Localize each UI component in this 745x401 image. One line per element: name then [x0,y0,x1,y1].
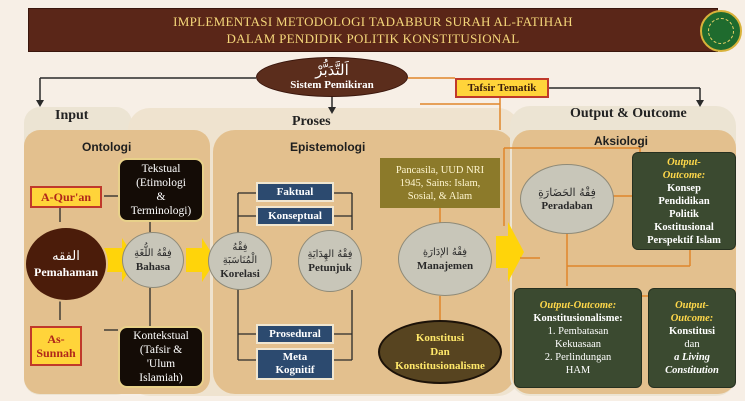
input-heading: Input [55,108,89,123]
kontekstual-line-4: Islamiah) [139,372,183,384]
outcome-left-head: Output-Outcome: [539,300,617,311]
proses-heading: Proses [292,114,331,129]
kontekstual-line-3: 'Ulum [146,358,176,370]
petunjuk-label: Petunjuk [308,261,352,274]
outcome-left-item-2b: HAM [565,365,591,376]
korelasi-arabic-2: الْمُنَاسَبَةِ [222,255,258,266]
bahasa-label: Bahasa [135,260,171,273]
tekstual-line-3: & [156,191,166,203]
title-line-2: DALAM PENDIDIK POLITIK KONSTITUSIONAL [226,31,520,46]
meta-line-1: Meta [282,351,308,363]
kontekstual-line-2: (Tafsir & [139,344,183,356]
bahasa-arabic: فِقْهُ اللُّغَةِ [134,247,172,259]
output-heading: Output & Outcome [570,106,687,121]
konstitusi-node: Konstitusi Dan Konstitusionalisme [378,320,502,384]
outcome-konsep-box: Output- Outcome: Konsep Pendidikan Polit… [632,152,736,250]
pancasila-line-1: Pancasila, UUD NRI [395,164,485,176]
tadabbur-arabic: اَلتَّدَبُّرْ [315,61,349,79]
outcome-top-line-5: Politik [669,208,699,220]
peradaban-node: فِقْهُ الحَضَارَةِ Peradaban [520,164,614,234]
konstitusi-line-3: Konstitusionalisme [395,360,485,372]
outcome-right-line-1: Output- [675,300,709,311]
bahasa-node: فِقْهُ اللُّغَةِ Bahasa [122,232,184,288]
outcome-top-line-6: Kostitusional [654,221,714,233]
outcome-right-line-3: Konstitusi [668,326,716,337]
pancasila-box: Pancasila, UUD NRI 1945, Sains: Islam, S… [380,158,500,208]
outcome-living-constitution-box: Output- Outcome: Konstitusi dan a Living… [648,288,736,388]
outcome-left-item-2a: 2. Perlindungan [544,352,612,363]
konstitusi-line-1: Konstitusi [415,332,465,344]
fiqh-arabic: الفقه [52,249,80,264]
outcome-left-item-1b: Kekuasaan [554,339,602,350]
konseptual-box: Konseptual [256,206,334,226]
flow-arrow-3 [496,222,524,282]
petunjuk-arabic: فِقْهُ الهِدَايَةِ [307,248,353,260]
peradaban-arabic: فِقْهُ الحَضَارَةِ [538,185,596,199]
outcome-top-line-1: Output- [667,156,701,168]
manajemen-arabic: فِقْهُ الإدَارَةِ [422,246,468,258]
meta-line-2: Kognitif [275,364,315,376]
outcome-top-line-3: Konsep [667,182,701,194]
outcome-right-line-6: Constitution [665,365,719,376]
outcome-top-line-4: Pendidikan [658,195,710,207]
manajemen-label: Manajemen [416,259,474,272]
meta-kognitif-box: Meta Kognitif [256,348,334,380]
korelasi-arabic-1: فِقْهُ [232,242,248,253]
faktual-box: Faktual [256,182,334,202]
flow-arrow-2 [186,238,216,282]
kontekstual-line-1: Kontekstual [133,330,189,342]
petunjuk-node: فِقْهُ الهِدَايَةِ Petunjuk [298,230,362,292]
tafsir-tematik-box: Tafsir Tematik [455,78,549,98]
sistem-pemikiran-label: Sistem Pemikiran [290,79,374,91]
outcome-right-line-5: a Living [674,352,710,363]
outcome-top-line-2: Outcome: [662,169,706,181]
manajemen-node: فِقْهُ الإدَارَةِ Manajemen [398,222,492,296]
quran-box: A-Qur'an [30,186,102,208]
kontekstual-box: Kontekstual (Tafsir & 'Ulum Islamiah) [118,326,204,388]
pancasila-line-2: 1945, Sains: Islam, [399,177,481,189]
pancasila-line-3: Sosial, & Alam [407,190,473,202]
prosedural-box: Prosedural [256,324,334,344]
sistem-pemikiran-node: اَلتَّدَبُّرْ Sistem Pemikiran [256,57,408,97]
title-line-1: IMPLEMENTASI METODOLOGI TADABBUR SURAH A… [173,14,573,29]
sunnah-line-2: Sunnah [36,346,76,360]
tekstual-line-1: Tekstual [141,163,181,175]
epistemologi-heading: Epistemologi [290,140,366,154]
korelasi-node: فِقْهُ الْمُنَاسَبَةِ Korelasi [208,232,272,290]
tekstual-line-4: Terminologi) [130,205,192,217]
tekstual-box: Tekstual (Etimologi & Terminologi) [118,158,204,222]
sunnah-line-1: As- [47,332,65,346]
outcome-right-line-2: Outcome: [670,313,714,324]
outcome-right-line-4: dan [684,339,700,350]
outcome-top-line-7: Perspektif Islam [647,234,721,246]
outcome-left-sub: Konstitusionalisme: [533,313,623,324]
title-banner: IMPLEMENTASI METODOLOGI TADABBUR SURAH A… [28,8,718,52]
peradaban-label: Peradaban [541,199,593,212]
outcome-konstitusionalisme-box: Output-Outcome: Konstitusionalisme: 1. P… [514,288,642,388]
korelasi-label: Korelasi [220,268,260,280]
sunnah-box: As- Sunnah [30,326,82,366]
konstitusi-line-2: Dan [430,346,450,358]
ontologi-heading: Ontologi [82,140,132,154]
pemahaman-label: Pemahaman [34,265,98,279]
university-seal-icon [700,10,742,52]
outcome-left-item-1a: 1. Pembatasan [547,326,609,337]
aksiologi-heading: Aksiologi [594,134,649,148]
fiqh-pemahaman-node: الفقه Pemahaman [24,226,108,302]
tekstual-line-2: (Etimologi [136,177,186,189]
